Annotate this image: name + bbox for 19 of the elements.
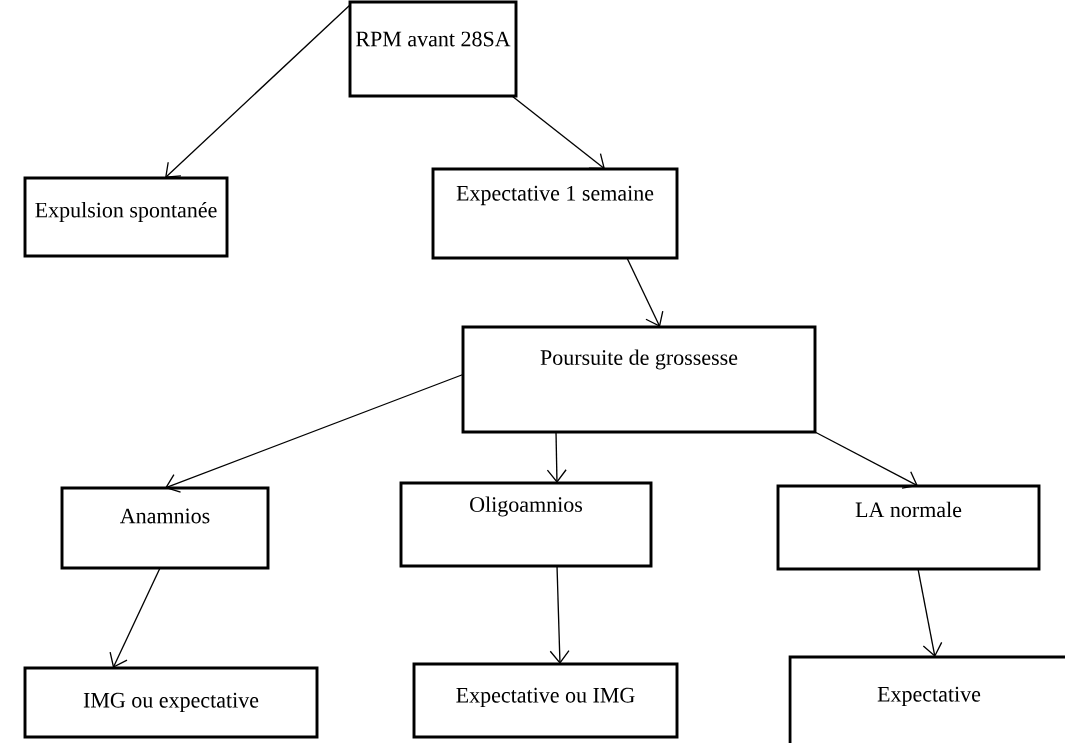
process-box: Expectative 1 semaine <box>431 167 679 260</box>
arrow <box>165 4 351 178</box>
process-box: Expulsion spontanée <box>23 176 229 258</box>
process-box: LA normale <box>776 484 1041 571</box>
process-box: Oligoamnios <box>399 481 653 568</box>
process-box: Poursuite de grossesse <box>461 325 817 434</box>
arrow <box>626 257 664 327</box>
arrow <box>109 567 161 668</box>
arrow <box>165 373 464 493</box>
process-box: Anamnios <box>60 486 270 570</box>
process-box: Expectative ou IMG <box>412 662 679 739</box>
process-box: RPM avant 28SA <box>348 0 518 98</box>
process-box: IMG ou expectative <box>23 666 319 739</box>
process-box: Expectative <box>788 655 1065 743</box>
arrow <box>814 431 918 489</box>
arrow <box>549 565 570 664</box>
arrow <box>511 95 605 169</box>
arrow <box>917 568 943 657</box>
arrow <box>546 431 567 483</box>
